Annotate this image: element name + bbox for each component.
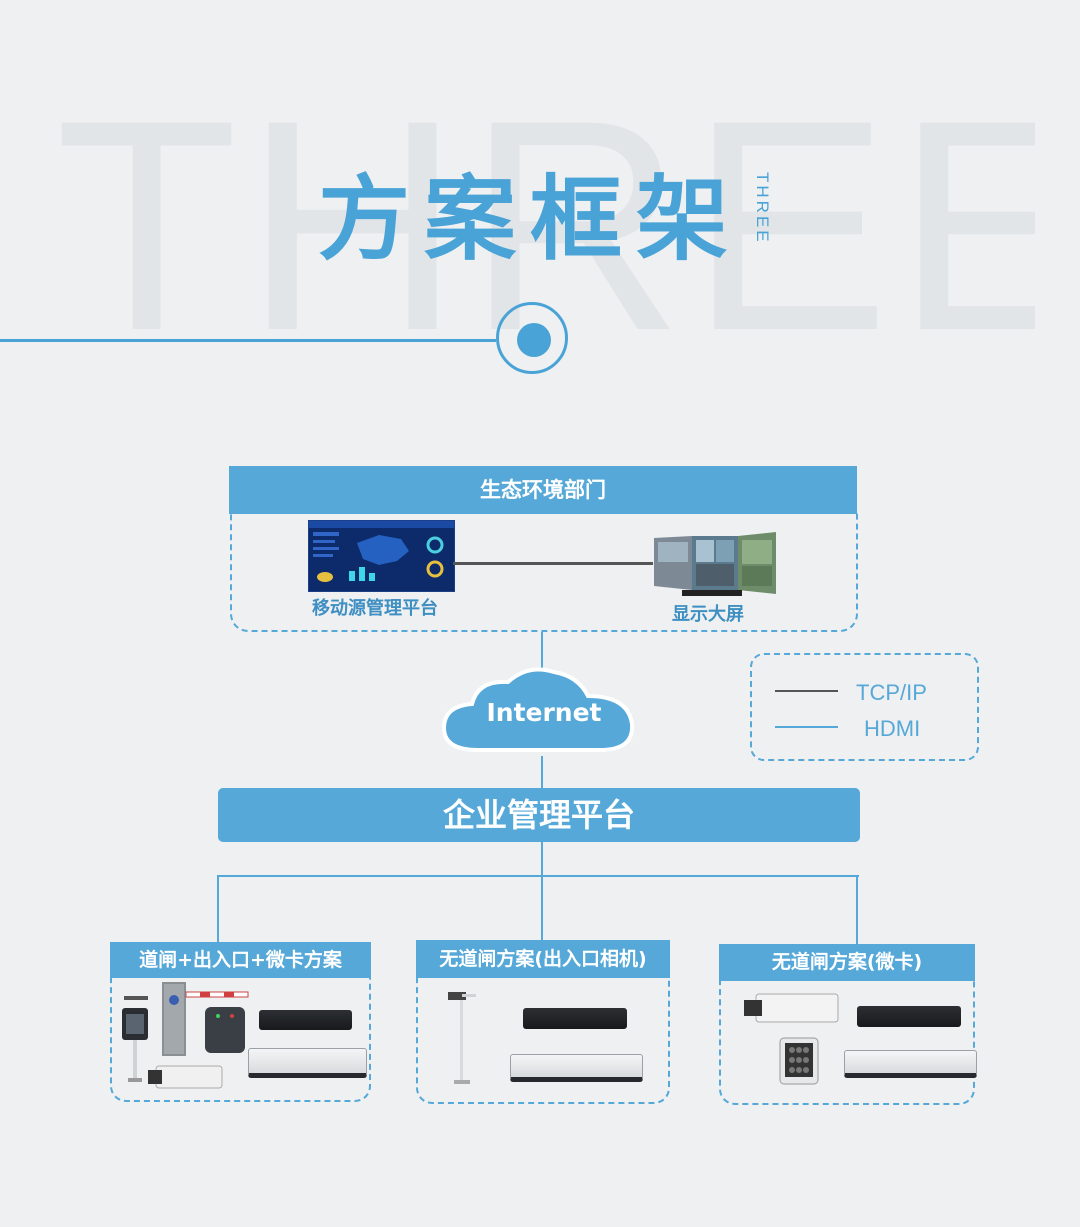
legend-tcpip-label: TCP/IP xyxy=(856,680,927,705)
connector-branch-right xyxy=(856,875,858,945)
branch-title-bar-1: 道闸+出入口+微卡方案 xyxy=(110,942,371,978)
box-camera-image xyxy=(146,1062,226,1092)
title-side-label: THREE xyxy=(753,172,772,245)
branch-frame-2 xyxy=(416,972,670,1104)
branch-title-bar-3: 无道闸方案(微卡) xyxy=(719,944,975,981)
department-title-bar: 生态环境部门 xyxy=(229,466,857,514)
server-device-image-1b xyxy=(248,1048,367,1078)
connector-branch-left xyxy=(217,875,219,942)
header-divider-line xyxy=(0,339,496,342)
tcpip-link-line xyxy=(453,562,653,565)
nvr-device-image-1a xyxy=(259,1010,352,1030)
server-device-image-3b xyxy=(844,1050,977,1078)
display-screen-label: 显示大屏 xyxy=(672,604,744,625)
card-reader-image xyxy=(204,1006,246,1054)
internet-label: Internet xyxy=(486,698,602,727)
dashboard-map-icon xyxy=(309,521,454,582)
branch-frame-3 xyxy=(719,974,975,1105)
housing-camera-image xyxy=(742,990,840,1030)
server-device-image-2b xyxy=(510,1054,643,1082)
video-wall-icon xyxy=(654,532,776,596)
connector-platform-down xyxy=(541,842,543,942)
video-wall-image xyxy=(652,530,780,598)
internet-cloud-icon xyxy=(438,662,638,758)
entrance-camera-pole-image xyxy=(446,990,478,1086)
face-terminal-image xyxy=(118,988,152,1084)
dashboard-screenshot-image xyxy=(308,520,455,592)
connector-cloud-to-platform xyxy=(541,756,543,790)
nvr-device-image-2a xyxy=(523,1008,627,1029)
branch-title-bar-2: 无道闸方案(出入口相机) xyxy=(416,940,670,978)
branch-frame-1 xyxy=(110,972,371,1102)
legend-hdmi-label: HDMI xyxy=(864,716,921,741)
header-ring-icon xyxy=(496,302,568,374)
header-dot-icon xyxy=(517,323,551,357)
legend-tcpip-line xyxy=(775,690,838,692)
legend-box xyxy=(750,653,979,761)
page-title: 方案框架 xyxy=(318,166,743,273)
barrier-gate-image xyxy=(160,982,252,1058)
ir-illuminator-image xyxy=(776,1036,822,1090)
connector-dept-to-cloud xyxy=(541,632,543,672)
nvr-device-image-3a xyxy=(857,1006,961,1027)
department-frame xyxy=(230,510,858,632)
mobile-source-platform-label: 移动源管理平台 xyxy=(312,598,438,619)
legend-hdmi-line xyxy=(775,726,838,728)
connector-branch-horizontal xyxy=(217,875,859,877)
enterprise-platform-bar: 企业管理平台 xyxy=(218,788,860,842)
